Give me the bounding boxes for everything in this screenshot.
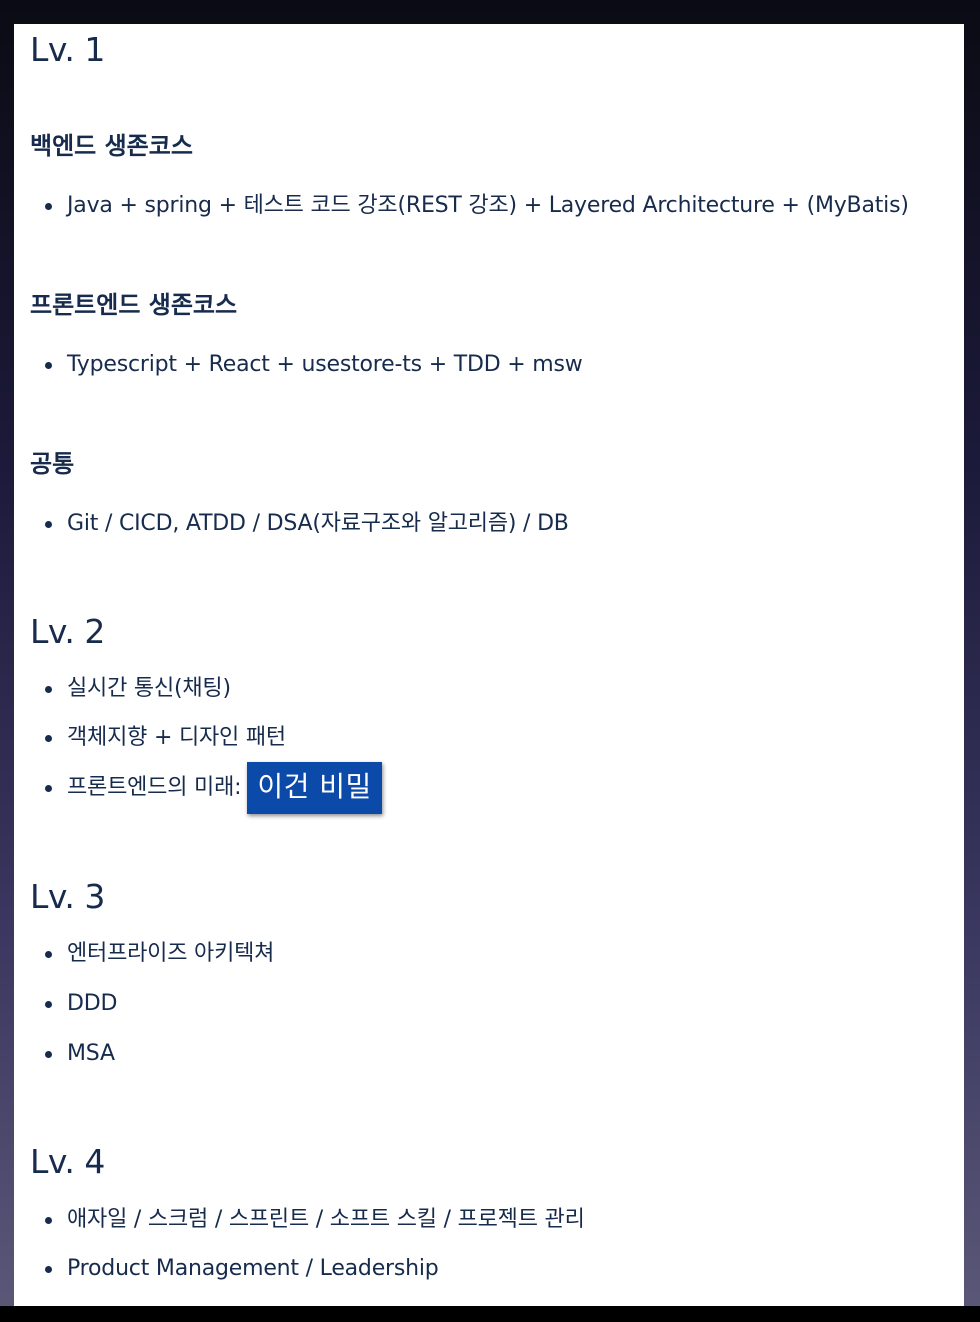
bottom-bar bbox=[0, 1306, 980, 1322]
bullet-icon bbox=[45, 1000, 52, 1008]
list-item-text: 실시간 통신(채팅) bbox=[67, 676, 231, 701]
list-item: 객체지향 + 디자인 패턴 bbox=[30, 721, 286, 755]
list-item: 엔터프라이즈 아키텍쳐 bbox=[30, 937, 274, 971]
list-item-text: Java + spring + 테스트 코드 강조(REST 강조) + Lay… bbox=[67, 193, 909, 218]
list-item-text: DDD bbox=[67, 991, 118, 1016]
bullet-icon bbox=[45, 950, 52, 958]
document-page: Lv. 1 백엔드 생존코스 Java + spring + 테스트 코드 강조… bbox=[14, 24, 964, 1306]
bullet-icon bbox=[45, 685, 52, 693]
list-item: Product Management / Leadership bbox=[30, 1252, 439, 1286]
heading-lv2: Lv. 2 bbox=[30, 612, 105, 651]
list-item-text: Git / CICD, ATDD / DSA(자료구조와 알고리즘) / DB bbox=[67, 511, 569, 536]
bullet-icon bbox=[45, 1216, 52, 1224]
list-item: 애자일 / 스크럼 / 스프린트 / 소프트 스킬 / 프로젝트 관리 bbox=[30, 1203, 585, 1237]
list-item: Java + spring + 테스트 코드 강조(REST 강조) + Lay… bbox=[30, 189, 909, 223]
subheading-common: 공통 bbox=[30, 450, 75, 478]
secret-highlight: 이건 비밀 bbox=[247, 762, 382, 814]
list-item: 프론트엔드의 미래: 이건 비밀 bbox=[30, 762, 382, 814]
bullet-icon bbox=[45, 520, 52, 528]
list-item-text: 엔터프라이즈 아키텍쳐 bbox=[67, 941, 275, 966]
list-item-text: MSA bbox=[67, 1041, 115, 1066]
heading-lv1: Lv. 1 bbox=[30, 30, 105, 69]
list-item: DDD bbox=[30, 987, 117, 1021]
bullet-icon bbox=[45, 1265, 52, 1273]
bullet-icon bbox=[45, 202, 52, 210]
list-item-text: 애자일 / 스크럼 / 스프린트 / 소프트 스킬 / 프로젝트 관리 bbox=[67, 1207, 585, 1232]
list-item-text: 프론트엔드의 미래: bbox=[67, 775, 242, 800]
list-item-text: Typescript + React + usestore-ts + TDD +… bbox=[67, 352, 583, 377]
bullet-icon bbox=[45, 361, 52, 369]
bullet-icon bbox=[45, 1050, 52, 1058]
subheading-frontend: 프론트엔드 생존코스 bbox=[30, 291, 238, 319]
subheading-backend: 백엔드 생존코스 bbox=[30, 132, 193, 160]
list-item-text: Product Management / Leadership bbox=[67, 1256, 439, 1281]
list-item: Typescript + React + usestore-ts + TDD +… bbox=[30, 348, 583, 382]
heading-lv3: Lv. 3 bbox=[30, 877, 105, 916]
list-item: MSA bbox=[30, 1037, 115, 1071]
list-item-text: 객체지향 + 디자인 패턴 bbox=[67, 725, 286, 750]
heading-lv4: Lv. 4 bbox=[30, 1142, 105, 1181]
bullet-icon bbox=[45, 784, 52, 792]
list-item: 실시간 통신(채팅) bbox=[30, 672, 231, 706]
bullet-icon bbox=[45, 734, 52, 742]
list-item: Git / CICD, ATDD / DSA(자료구조와 알고리즘) / DB bbox=[30, 507, 569, 541]
